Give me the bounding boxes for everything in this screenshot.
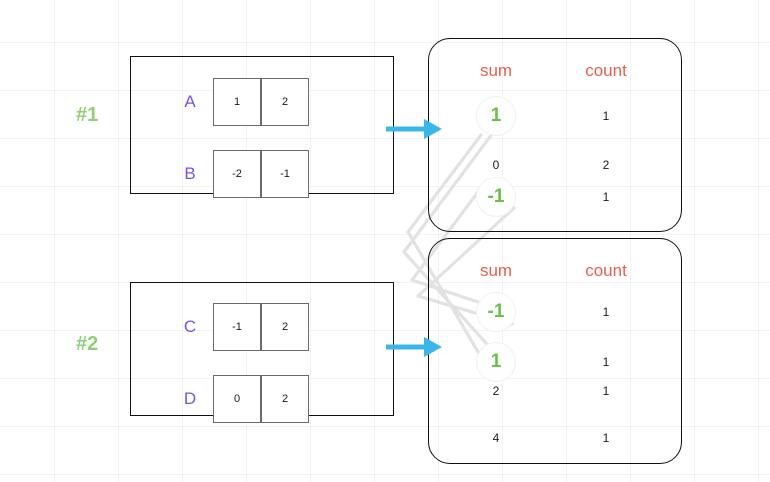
table-cell-sum: 0	[492, 158, 500, 172]
table-body-1: 1 1 0 2 -1 1	[429, 39, 681, 231]
table-row: 1 1	[429, 342, 681, 382]
table-cell-count: 1	[602, 355, 610, 369]
matrix-cell: -2	[213, 150, 261, 198]
highlight-circle: 1	[476, 96, 516, 136]
matrix-cell: -1	[213, 303, 261, 351]
table-cell-count: 1	[602, 305, 610, 319]
matrix-row-label-a: A	[184, 92, 196, 111]
matrix-row-label-d: D	[183, 389, 197, 408]
table-cell-sum: -1	[441, 177, 551, 217]
table-header-count: count	[585, 261, 627, 280]
table-header-count: count	[585, 61, 627, 80]
highlight-circle: 1	[476, 342, 516, 382]
matrix-cell: 2	[261, 303, 309, 351]
table-cell-sum: -1	[441, 292, 551, 332]
matrix-box-group-2: C -1 2 D 0 2	[130, 282, 394, 423]
result-panel-group-2: sum count -1 1 1 1 2 1 4 1	[428, 238, 682, 464]
table-cell-count: 1	[602, 190, 610, 204]
connector-a1	[406, 133, 483, 234]
table-header-sum: sum	[479, 261, 513, 280]
group-label-2: #2	[76, 333, 99, 355]
arrow-right-icon	[386, 119, 442, 139]
table-cell-count: 1	[602, 109, 610, 123]
matrix-row-b: B -2 -1	[167, 150, 309, 198]
matrix-cell: 1	[213, 78, 261, 126]
table-cell-sum: 1	[441, 96, 551, 136]
table-cell-sum: 4	[492, 431, 500, 445]
table-row: 1 1	[429, 96, 681, 136]
table-row: 0 2	[429, 152, 681, 178]
table-cell-sum: 2	[492, 384, 500, 398]
matrix-cells-c: -1 2	[213, 303, 309, 351]
table-header-row-1: sum count	[429, 61, 681, 81]
matrix-cells-d: 0 2	[213, 375, 309, 423]
matrix-row-label-b: B	[184, 164, 196, 183]
table-cell-count: 2	[602, 158, 610, 172]
matrix-row-label-c: C	[183, 317, 197, 336]
table-cell-sum: 1	[441, 342, 551, 382]
matrix-row-d: D 0 2	[167, 375, 309, 423]
connector-b2	[410, 278, 480, 304]
result-panel-group-1: sum count 1 1 0 2 -1 1	[428, 38, 682, 232]
table-cell-count: 1	[602, 384, 610, 398]
matrix-cell: -1	[261, 150, 309, 198]
table-row: -1 1	[429, 177, 681, 217]
matrix-box-group-1: A 1 2 B -2 -1	[130, 56, 394, 198]
table-body-2: -1 1 1 1 2 1 4 1	[429, 239, 681, 463]
arrow-right-icon	[386, 337, 442, 357]
connector-b1	[410, 186, 483, 282]
connector-e	[416, 206, 516, 298]
table-header-row-2: sum count	[429, 261, 681, 281]
table-cell-count: 1	[602, 431, 610, 445]
matrix-cells-b: -2 -1	[213, 150, 309, 198]
matrix-cell: 0	[213, 375, 261, 423]
highlight-circle: -1	[476, 292, 516, 332]
matrix-cell: 2	[261, 375, 309, 423]
matrix-row-c: C -1 2	[167, 303, 309, 351]
table-row: 4 1	[429, 425, 681, 451]
matrix-cell: 2	[261, 78, 309, 126]
group-label-1: #1	[76, 104, 99, 126]
table-header-sum: sum	[479, 61, 513, 80]
table-row: -1 1	[429, 292, 681, 332]
matrix-cells-a: 1 2	[213, 78, 309, 126]
table-row: 2 1	[429, 378, 681, 404]
highlight-circle: -1	[476, 177, 516, 217]
matrix-row-a: A 1 2	[167, 78, 309, 126]
